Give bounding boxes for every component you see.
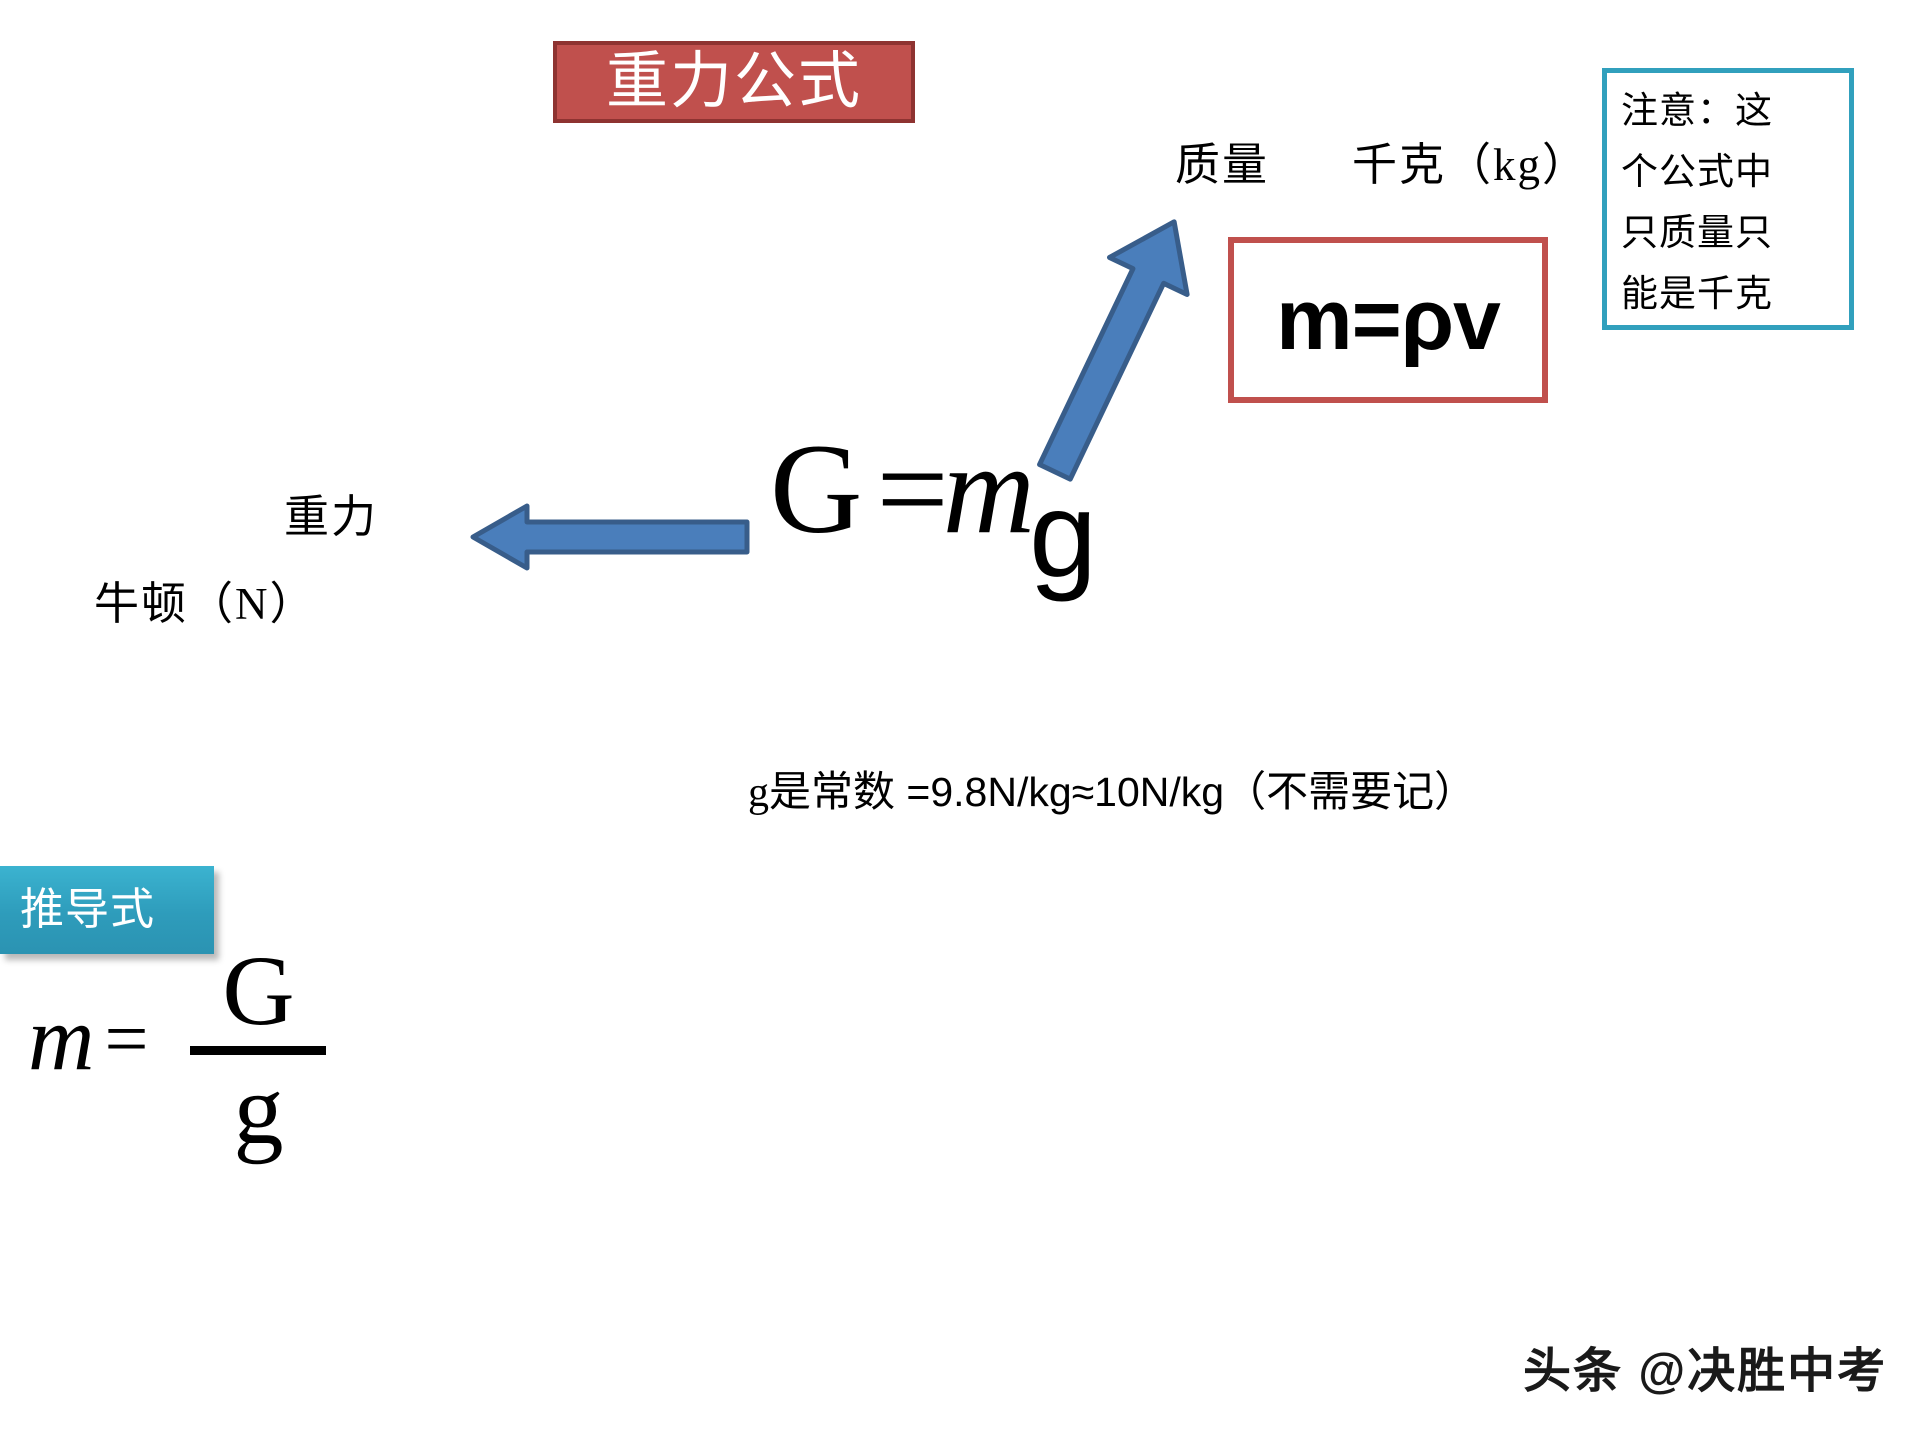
formula-equals-sign: = bbox=[876, 418, 949, 560]
mass-formula-text: m=ρv bbox=[1276, 272, 1501, 368]
constant-note-prefix: g是常数 bbox=[748, 770, 896, 816]
gravity-label: 重力 bbox=[284, 492, 379, 542]
constant-note: g是常数 =9.8N/kg≈10N/kg（不需要记） bbox=[748, 769, 1477, 816]
note-callout-box: 注意：这 个公式中 只质量只 能是千克 bbox=[1602, 68, 1854, 330]
gravity-arrow bbox=[470, 503, 750, 571]
note-line: 只质量只 bbox=[1621, 213, 1773, 254]
page-title-box: 重力公式 bbox=[553, 41, 915, 123]
mass-formula-box: m=ρv bbox=[1228, 237, 1548, 403]
derived-equals-sign: = bbox=[104, 995, 149, 1082]
derived-mass-symbol: m bbox=[28, 987, 95, 1089]
constant-note-suffix: （不需要记） bbox=[1224, 770, 1477, 816]
mass-arrow bbox=[1037, 219, 1190, 482]
watermark: 头条 @决胜中考 bbox=[1523, 1345, 1888, 1398]
derived-formula-badge: 推导式 bbox=[0, 866, 214, 954]
gravity-unit-label: 牛顿（N） bbox=[94, 579, 317, 629]
formula-gravity-symbol: G bbox=[770, 418, 863, 560]
formula-gravity-constant: g bbox=[1029, 466, 1097, 602]
mass-unit-label: 千克（kg） bbox=[1352, 140, 1590, 190]
derived-fraction: G g bbox=[190, 935, 327, 1165]
mass-label: 质量 bbox=[1175, 140, 1270, 190]
fraction-denominator: g bbox=[233, 1054, 284, 1165]
formula-mass-symbol: m bbox=[942, 418, 1036, 560]
note-line: 个公式中 bbox=[1621, 152, 1773, 193]
fraction-bar bbox=[190, 1046, 327, 1055]
page-title: 重力公式 bbox=[605, 48, 862, 116]
main-formula: G=mg bbox=[770, 425, 1103, 595]
derived-formula: m = G g bbox=[28, 935, 327, 1165]
note-line: 注意：这 bbox=[1621, 91, 1773, 132]
constant-note-value: =9.8N/kg≈10N/kg bbox=[895, 769, 1225, 815]
note-line: 能是千克 bbox=[1621, 274, 1773, 315]
fraction-numerator: G bbox=[222, 935, 295, 1046]
derived-formula-badge-label: 推导式 bbox=[20, 885, 155, 934]
